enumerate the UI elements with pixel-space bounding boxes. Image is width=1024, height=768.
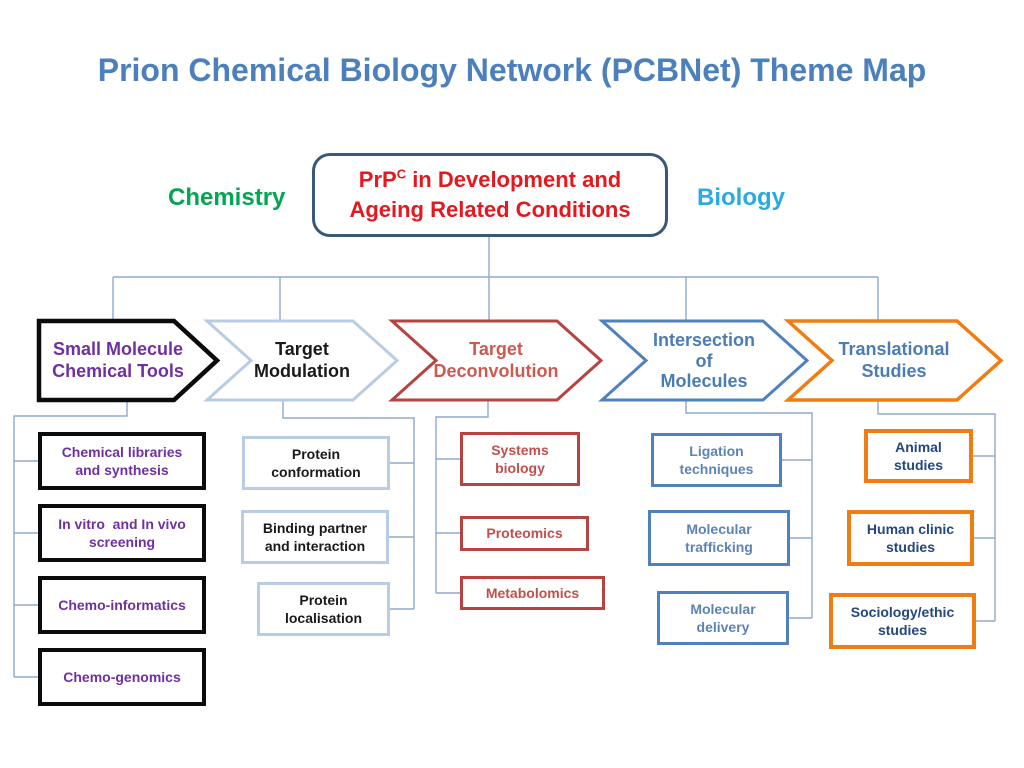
subtopic-human-clinic-studies: Human clinic studies [847, 510, 974, 566]
connector-theme5-rail [877, 399, 996, 621]
connector-theme4-rail [685, 399, 813, 618]
theme-arrow-intersection-of-molecules [598, 319, 810, 402]
theme-arrow-translational-studies [783, 319, 1004, 402]
subtopic-sociology-ethic-studies: Sociology/ethic studies [829, 593, 976, 649]
root-topic-text-rest: in Development and [406, 167, 622, 193]
subtopic-molecular-delivery: Molecular delivery [657, 591, 789, 645]
subtopic-in-vitro-and-in-vivo-screening: In vitro and In vivo screening [38, 504, 206, 562]
subtopic-binding-partner-and-interaction: Binding partner and interaction [241, 510, 389, 564]
biology-label: Biology [697, 184, 785, 211]
connector-lines [13, 237, 996, 678]
root-topic-line1: PrPC in Development and [359, 165, 621, 195]
theme-arrow-small-molecule-chemical-tools [36, 318, 221, 403]
subtopic-protein-localisation: Protein localisation [257, 582, 390, 636]
root-topic-line2: Ageing Related Conditions [349, 197, 631, 222]
theme-arrow-target-deconvolution [388, 319, 604, 402]
subtopic-chemo-informatics: Chemo-informatics [38, 576, 206, 634]
subtopic-ligation-techniques: Ligation techniques [651, 433, 782, 487]
connector-theme1-rail [13, 399, 128, 677]
theme-arrow-target-modulation [203, 319, 400, 402]
theme-label-translational-studies: Translational Studies [838, 339, 950, 381]
subtopic-animal-studies: Animal studies [864, 429, 973, 483]
theme-label-target-modulation: Target Modulation [254, 339, 350, 381]
subtopic-molecular-trafficking: Molecular trafficking [648, 510, 790, 566]
page-title: Prion Chemical Biology Network (PCBNet) … [97, 52, 927, 88]
subtopic-chemical-libraries-and-synthesis: Chemical libraries and synthesis [38, 432, 206, 490]
subtopic-proteomics: Proteomics [460, 516, 589, 551]
root-topic-box: PrPC in Development and Ageing Related C… [312, 153, 668, 237]
chemistry-label: Chemistry [168, 184, 286, 211]
root-topic-superscript: C [396, 166, 407, 182]
connector-theme2-rail [282, 399, 415, 609]
connector-theme3-rail [435, 399, 489, 593]
subtopic-chemo-genomics: Chemo-genomics [38, 648, 206, 706]
theme-label-target-deconvolution: Target Deconvolution [433, 339, 559, 381]
theme-label-intersection-of-molecules: Intersection of Molecules [652, 329, 756, 392]
subtopic-systems-biology: Systems biology [460, 432, 580, 486]
theme-label-small-molecule-chemical-tools: Small Molecule Chemical Tools [52, 339, 184, 381]
root-topic-text: PrP [358, 167, 397, 193]
subtopic-metabolomics: Metabolomics [460, 576, 605, 610]
subtopic-protein-conformation: Protein conformation [242, 436, 390, 490]
